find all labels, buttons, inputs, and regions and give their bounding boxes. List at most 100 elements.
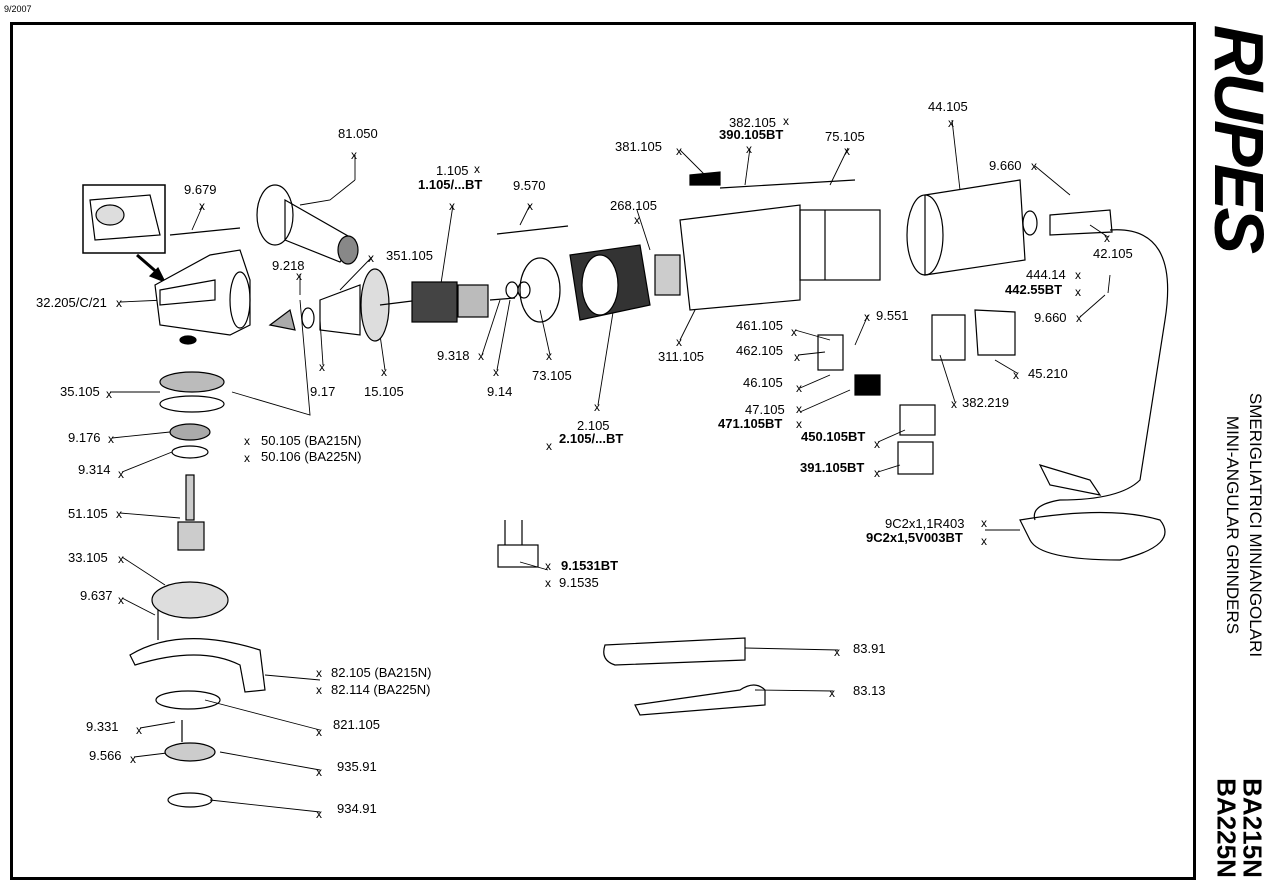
label-9-679: 9.679 [184,182,217,197]
label-9-660-top: 9.660 [989,158,1022,173]
label-46-105: 46.105 [743,375,783,390]
marker-x: x [316,807,322,821]
label-82-114: 82.114 (BA225N) [331,682,431,697]
label-51-105: 51.105 [68,506,108,521]
marker-x: x [634,213,640,227]
marker-x: x [948,116,954,130]
label-382-105: 382.105 [729,115,776,130]
label-9-570: 9.570 [513,178,546,193]
label-45-210: 45.210 [1028,366,1068,381]
marker-x: x [545,576,551,590]
marker-x: x [796,381,802,395]
marker-x: x [116,507,122,521]
label-1-105: 1.105 [436,163,469,178]
label-50-106: 50.106 (BA225N) [261,449,362,464]
marker-x: x [794,350,800,364]
marker-x: x [594,400,600,414]
marker-x: x [796,417,802,431]
label-9-331: 9.331 [86,719,119,734]
marker-x: x [316,765,322,779]
marker-x: x [783,114,789,128]
label-1-105bt: 1.105/...BT [418,177,483,192]
label-381-105: 381.105 [615,139,662,154]
label-2-105: 2.105 [577,418,610,433]
label-9-218: 9.218 [272,258,305,273]
leader-lines [110,119,1111,813]
label-32-205: 32.205/C/21 [36,295,107,310]
label-33-105: 33.105 [68,550,108,565]
marker-x: x [546,439,552,453]
label-9-566: 9.566 [89,748,122,763]
gear-housing [154,249,251,345]
label-82-105: 82.105 (BA215N) [331,665,432,680]
marker-x: x [199,199,205,213]
marker-x: x [106,387,112,401]
label-442-55bt: 442.55BT [1005,282,1063,297]
side-handle [169,184,359,265]
label-9-314: 9.314 [78,462,111,477]
label-268-105: 268.105 [610,198,657,213]
marker-x: x [829,686,835,700]
switch-electrical [497,309,1016,568]
label-471-105bt: 471.105BT [718,416,783,431]
label-9-637: 9.637 [80,588,113,603]
marker-x: x [296,269,302,283]
label-382-219: 382.219 [962,395,1009,410]
label-390-105bt: 390.105BT [719,127,784,142]
label-42-105: 42.105 [1093,246,1133,261]
label-15-105: 15.105 [364,384,404,399]
marker-x: x [874,437,880,451]
label-444-14: 444.14 [1026,267,1066,282]
marker-x: x [676,335,682,349]
marker-x: x [351,148,357,162]
label-450-105bt: 450.105BT [801,429,866,444]
gears-armature [268,225,681,342]
spindle-stack [129,371,266,808]
label-9-1531bt: 9.1531BT [561,558,619,573]
label-9-551: 9.551 [876,308,909,323]
wrenches [603,637,766,716]
marker-x: x [1013,368,1019,382]
marker-x: x [478,349,484,363]
label-83-13: 83.13 [853,683,886,698]
marker-x: x [951,397,957,411]
marker-x: x [319,360,325,374]
marker-x: x [981,534,987,548]
marker-x: x [130,752,136,766]
label-2-105bt: 2.105/...BT [559,431,624,446]
label-44-105: 44.105 [928,99,968,114]
label-81-050: 81.050 [338,126,378,141]
marker-x: x [108,432,114,446]
marker-x: x [474,162,480,176]
marker-x: x [316,666,322,680]
marker-x: x [676,144,682,158]
marker-x: x [796,402,802,416]
marker-x: x [136,723,142,737]
marker-x: x [546,349,552,363]
label-9-176: 9.176 [68,430,101,445]
marker-x: x [368,251,374,265]
marker-x: x [316,725,322,739]
marker-x: x [1104,231,1110,245]
marker-x: x [864,310,870,324]
label-821-105: 821.105 [333,717,380,732]
label-50-105: 50.105 (BA215N) [261,433,362,448]
marker-x: x [791,325,797,339]
label-75-105: 75.105 [825,129,865,144]
revision-date: 9/2007 [4,4,32,14]
marker-x: x [449,199,455,213]
marker-x: x [844,144,850,158]
motor-housing [679,171,1113,311]
marker-x: x [244,451,250,465]
label-9-17: 9.17 [310,384,336,399]
marker-x: x [545,559,551,573]
marker-x: x [527,199,533,213]
label-351-105: 351.105 [386,248,433,263]
marker-x: x [118,467,124,481]
marker-x: x [244,434,250,448]
label-9-318: 9.318 [437,348,470,363]
marker-x: x [746,142,752,156]
label-73-105: 73.105 [532,368,572,383]
marker-x: x [1075,285,1081,299]
